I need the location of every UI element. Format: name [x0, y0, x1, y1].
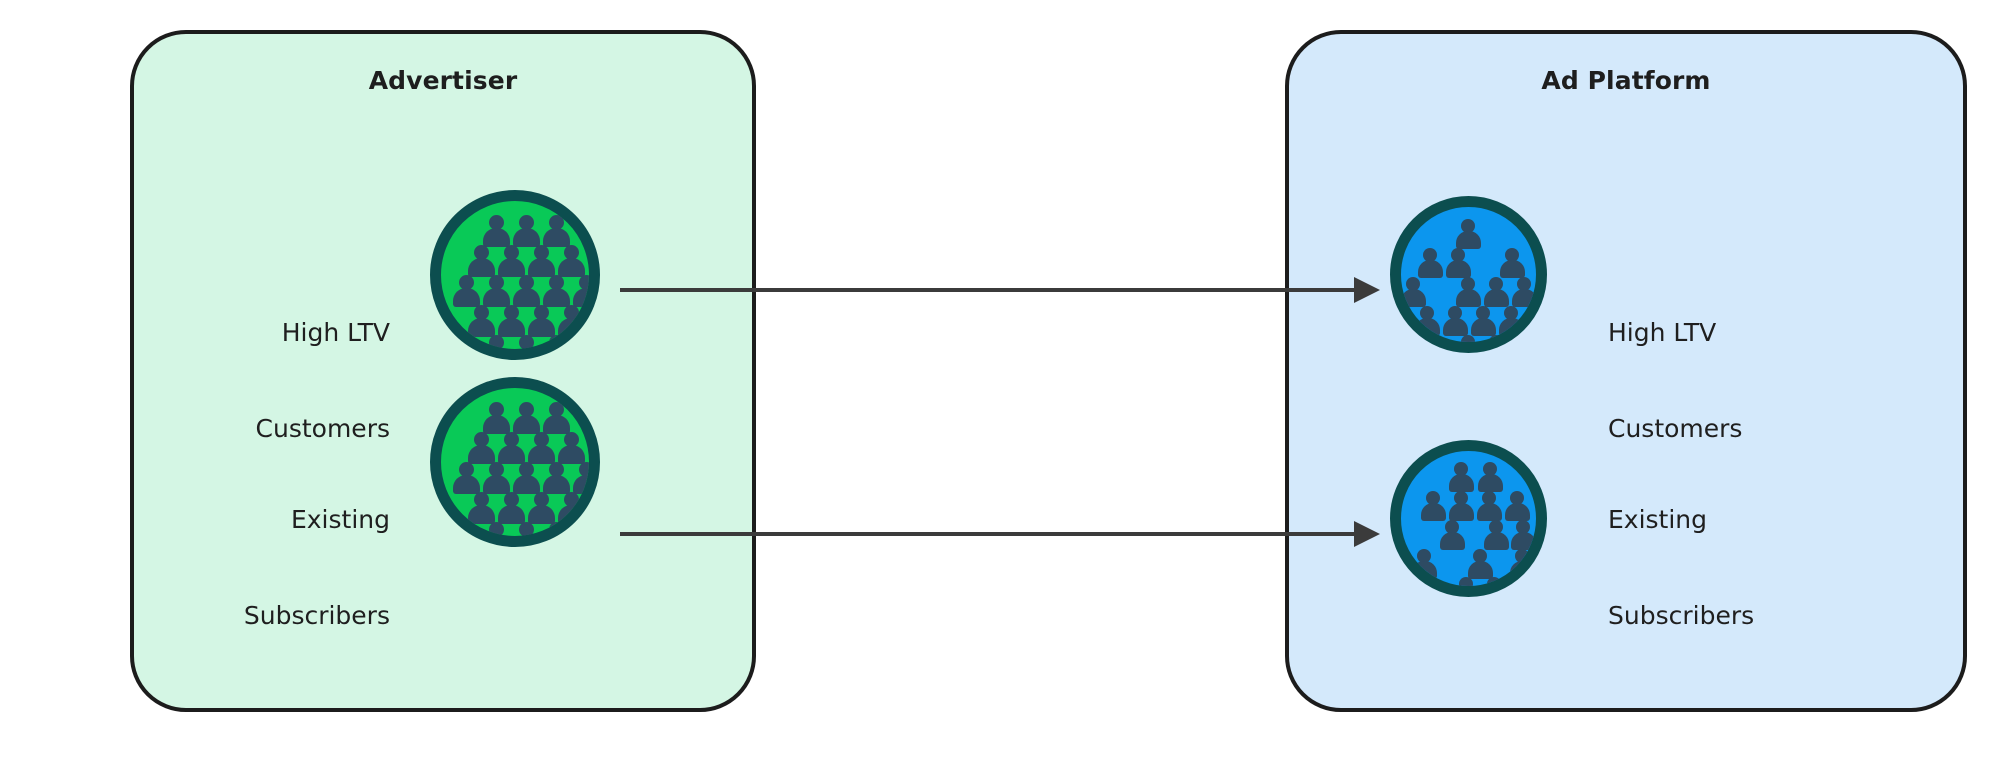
label-adplatform-existing-subscribers-line1: Existing	[1608, 505, 1708, 534]
panel-advertiser-title: Advertiser	[368, 66, 518, 95]
connector-existing-subscribers-shaft	[620, 532, 1354, 536]
label-advertiser-existing-subscribers-line1: Existing	[290, 505, 390, 534]
label-advertiser-existing-subscribers-line2: Subscribers	[243, 601, 390, 630]
people-group-icon	[441, 201, 589, 349]
label-adplatform-high-ltv-line2: Customers	[1608, 414, 1743, 443]
panel-ad-platform-title: Ad Platform	[1541, 66, 1711, 95]
people-group-icon	[1401, 451, 1536, 586]
label-adplatform-existing-subscribers-line2: Subscribers	[1608, 601, 1755, 630]
panel-ad-platform[interactable]: Ad Platform	[1285, 30, 1967, 712]
connector-high-ltv-arrowhead	[1354, 277, 1380, 303]
label-adplatform-existing-subscribers: Existing Subscribers	[1608, 440, 1888, 696]
label-advertiser-high-ltv-line2: Customers	[255, 414, 390, 443]
icon-advertiser-existing-subscribers-people-group-icon[interactable]	[430, 377, 600, 547]
label-advertiser-existing-subscribers: Existing Subscribers	[190, 440, 390, 696]
people-group-icon	[1401, 207, 1536, 342]
label-advertiser-high-ltv: High LTV Customers	[190, 253, 390, 509]
label-advertiser-high-ltv-line1: High LTV	[281, 318, 390, 347]
label-adplatform-high-ltv: High LTV Customers	[1608, 253, 1868, 509]
connector-existing-subscribers-arrowhead	[1354, 521, 1380, 547]
connector-high-ltv-shaft	[620, 288, 1354, 292]
connector-existing-subscribers-arrow[interactable]	[620, 519, 1380, 549]
panel-advertiser[interactable]: Advertiser	[130, 30, 756, 712]
icon-adplatform-high-ltv-people-group-icon[interactable]	[1390, 196, 1547, 353]
icon-adplatform-existing-subscribers-people-group-icon[interactable]	[1390, 440, 1547, 597]
connector-high-ltv-arrow[interactable]	[620, 275, 1380, 305]
label-adplatform-high-ltv-line1: High LTV	[1608, 318, 1717, 347]
people-group-icon	[441, 388, 589, 536]
icon-advertiser-high-ltv-people-group-icon[interactable]	[430, 190, 600, 360]
